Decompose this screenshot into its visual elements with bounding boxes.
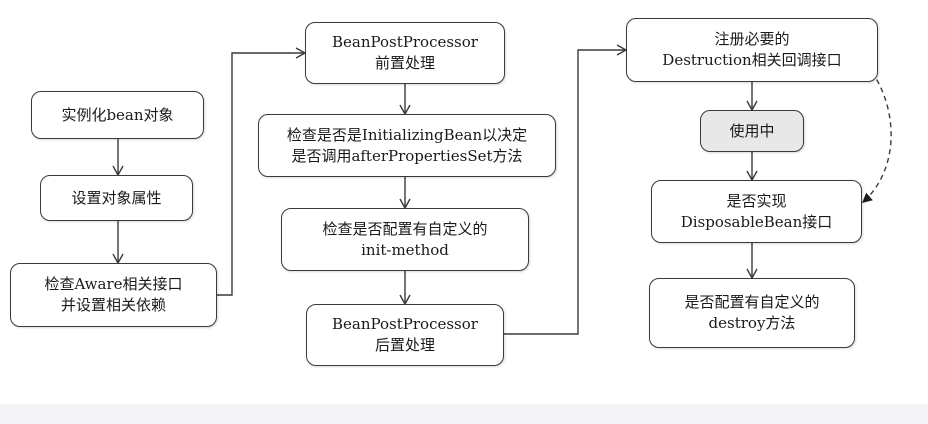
node-check-initializing-bean-line2: 是否调用afterPropertiesSet方法 xyxy=(291,146,523,165)
node-check-destroy-method: 是否配置有自定义的 destroy方法 xyxy=(649,278,855,348)
arrow-bpp-after-to-register xyxy=(504,44,628,335)
node-check-init-method-line2: init-method xyxy=(361,240,449,259)
node-check-disposable-bean: 是否实现 DisposableBean接口 xyxy=(651,180,862,243)
node-check-disposable-bean-line1: 是否实现 xyxy=(726,191,787,210)
node-check-init-method-line1: 检查是否配置有自定义的 xyxy=(322,219,488,238)
node-in-use: 使用中 xyxy=(700,110,804,152)
node-check-destroy-method-line1: 是否配置有自定义的 xyxy=(684,293,820,311)
node-check-initializing-bean-line1: 检查是否是InitializingBean以决定 xyxy=(286,125,528,144)
node-check-initializing-bean: 检查是否是InitializingBean以决定 是否调用afterProper… xyxy=(258,114,556,177)
node-bpp-after-line2: 后置处理 xyxy=(374,336,435,354)
node-check-aware-line1: 检查Aware相关接口 xyxy=(44,275,183,293)
node-check-init-method: 检查是否配置有自定义的 init-method xyxy=(281,208,529,271)
node-bpp-before-line1: BeanPostProcessor xyxy=(332,33,478,51)
node-bpp-after: BeanPostProcessor 后置处理 xyxy=(306,304,504,366)
node-register-destruction-line1: 注册必要的 xyxy=(714,30,790,48)
node-set-properties: 设置对象属性 xyxy=(40,175,193,221)
node-check-aware: 检查Aware相关接口 并设置相关依赖 xyxy=(10,263,217,327)
node-instantiate-bean-text: 实例化bean对象 xyxy=(61,105,174,124)
arrow-aware-to-bpp-before xyxy=(217,47,307,296)
node-set-properties-text: 设置对象属性 xyxy=(71,188,162,207)
node-register-destruction: 注册必要的 Destruction相关回调接口 xyxy=(626,18,878,82)
node-in-use-text: 使用中 xyxy=(729,121,775,140)
node-bpp-before-line2: 前置处理 xyxy=(374,54,435,72)
node-check-disposable-bean-line2: DisposableBean接口 xyxy=(680,212,833,231)
node-bpp-before: BeanPostProcessor 前置处理 xyxy=(305,22,505,84)
footer-band xyxy=(0,404,928,424)
node-check-aware-line2: 并设置相关依赖 xyxy=(60,296,166,314)
node-register-destruction-line2: Destruction相关回调接口 xyxy=(662,51,842,69)
node-instantiate-bean: 实例化bean对象 xyxy=(31,91,204,139)
node-bpp-after-line1: BeanPostProcessor xyxy=(332,315,478,333)
arrow-register-to-disposable-dashed xyxy=(861,71,892,204)
node-check-destroy-method-line2: destroy方法 xyxy=(708,314,796,332)
